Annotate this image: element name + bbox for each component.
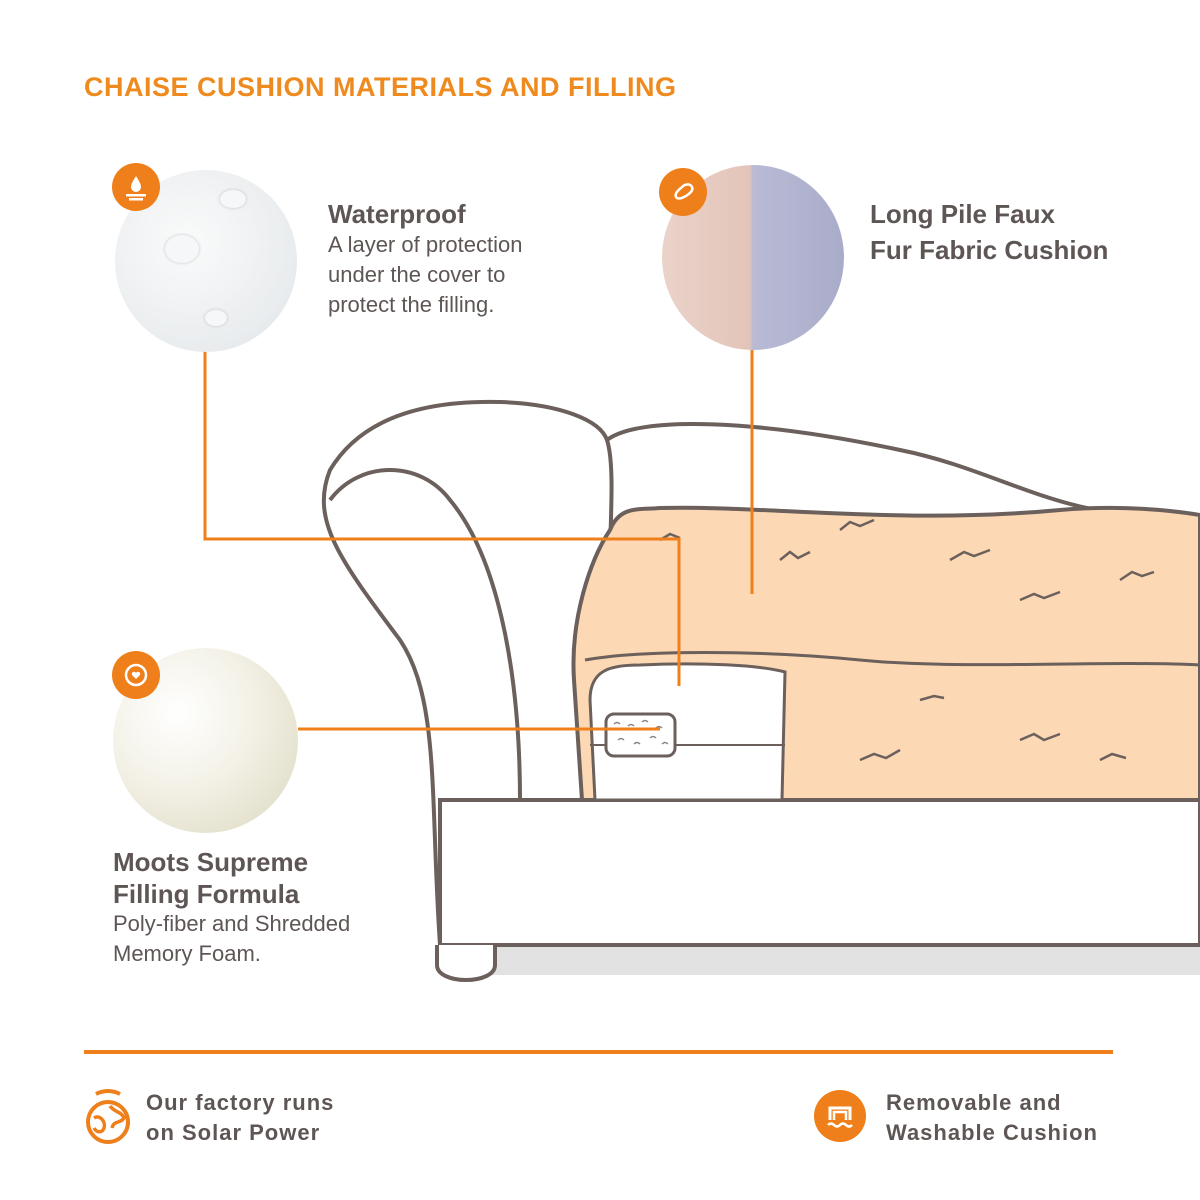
heart-flower-icon xyxy=(112,651,160,699)
fabric-icon xyxy=(659,168,707,216)
armrest-inner-line xyxy=(328,468,522,801)
washable-text-line: Removable and xyxy=(886,1090,1062,1115)
cushion-cutaway xyxy=(588,662,787,802)
fur-heading-line: Long Pile Faux xyxy=(870,199,1055,229)
sofa-back-outline xyxy=(605,422,1200,522)
waterproof-heading: Waterproof xyxy=(328,199,466,229)
leader-lines xyxy=(203,350,754,731)
filling-heading-line: Filling Formula xyxy=(113,879,300,909)
sofa-leg xyxy=(435,945,497,982)
filling-desc-line: Poly-fiber and Shredded xyxy=(113,911,351,936)
globe-icon xyxy=(84,1088,132,1146)
waterproof-desc-line: A layer of protection xyxy=(328,232,523,257)
filling-heading-line: Moots Supreme xyxy=(113,847,309,877)
floor-shadow xyxy=(440,945,1200,975)
fur-heading-line: Fur Fabric Cushion xyxy=(870,235,1109,265)
filling-desc-line: Memory Foam. xyxy=(113,941,261,966)
washing-icon xyxy=(814,1090,866,1142)
waterproof-desc-line: protect the filling. xyxy=(328,292,495,317)
water-drop-icon xyxy=(112,163,160,211)
waterproof-leader xyxy=(203,350,681,686)
sofa-base xyxy=(438,798,1200,947)
waterproof-desc-line: under the cover to xyxy=(328,262,506,287)
cushion-seam xyxy=(584,651,1200,667)
filling-insert xyxy=(604,712,677,758)
page-title: CHAISE CUSHION MATERIALS AND FILLING xyxy=(84,72,677,102)
solar-text-line: Our factory runs xyxy=(146,1090,335,1115)
fur-texture xyxy=(659,518,1155,762)
solar-text-line: on Solar Power xyxy=(146,1120,321,1145)
washable-text-line: Washable Cushion xyxy=(886,1120,1098,1145)
